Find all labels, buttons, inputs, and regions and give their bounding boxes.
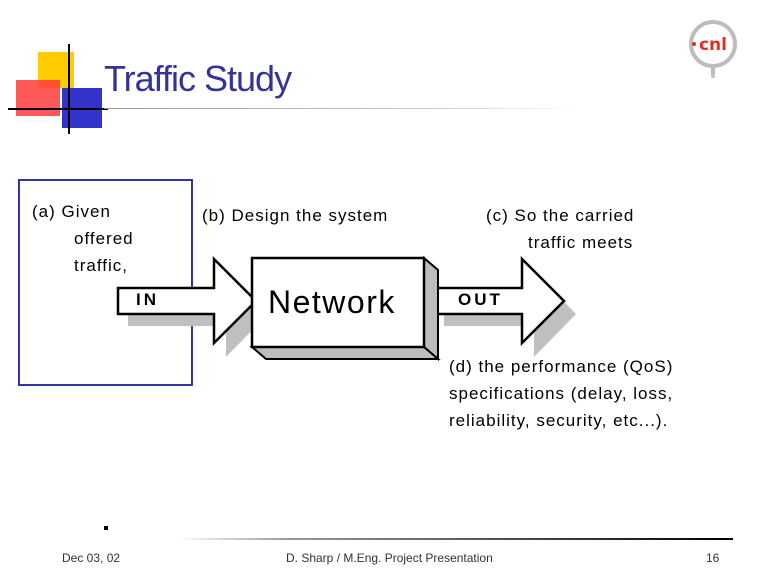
footer-divider: [178, 538, 733, 540]
stray-dot: [104, 526, 108, 530]
title-underline: [104, 108, 582, 109]
in-label: IN: [136, 290, 159, 309]
logo-text: cnl: [699, 35, 727, 55]
given-text-line: offered: [74, 229, 134, 248]
given-text-line: traffic,: [74, 256, 128, 275]
out-label: OUT: [458, 290, 503, 309]
title-decoration-hline: [8, 108, 108, 110]
footer-page-number: 16: [706, 551, 720, 565]
cnl-logo-icon: cnl: [689, 20, 737, 78]
given-traffic-box: [18, 179, 193, 386]
title-decoration-red: [16, 80, 60, 116]
network-box-side: [423, 255, 439, 362]
design-text: (b) Design the system: [202, 206, 389, 225]
network-box-bottom: [249, 346, 441, 360]
performance-text-line: (d) the performance (QoS): [449, 357, 674, 376]
performance-text-line: specifications (delay, loss,: [449, 384, 674, 403]
network-label: Network: [268, 284, 396, 320]
carried-text-line: (c) So the carried: [486, 206, 635, 225]
slide-title: Traffic Study: [104, 58, 292, 99]
out-arrow: [431, 255, 566, 347]
carried-text-line: traffic meets: [528, 233, 634, 252]
in-arrow: [116, 255, 258, 347]
network-box: [250, 256, 426, 349]
footer-presenter: D. Sharp / M.Eng. Project Presentation: [286, 551, 493, 565]
given-text-line: (a) Given: [32, 202, 111, 221]
performance-text-line: reliability, security, etc...).: [449, 411, 669, 430]
footer-date: Dec 03, 02: [62, 551, 121, 565]
title-decoration-vline: [68, 44, 70, 134]
